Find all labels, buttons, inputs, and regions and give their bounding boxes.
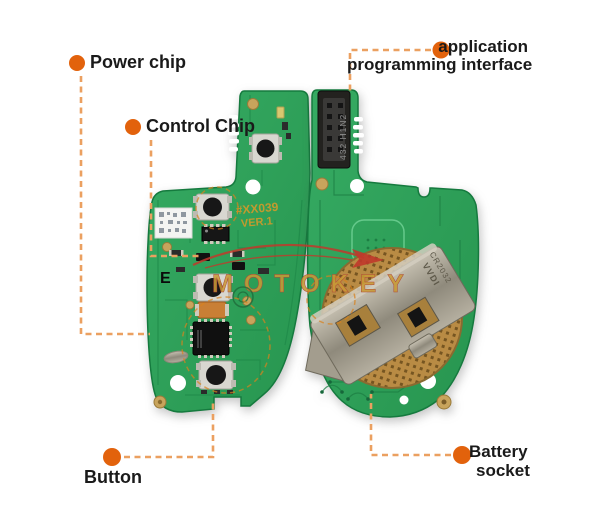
label-battery-line2: socket	[476, 461, 530, 480]
callout-line-power-chip	[79, 76, 150, 336]
silkscreen-letter: E	[160, 270, 171, 287]
button-middle-component	[193, 273, 233, 302]
pcb-front-edge-notches	[228, 115, 239, 152]
callout-dot-api	[432, 41, 450, 59]
silkscreen-text: #XX039 VER.1	[235, 200, 279, 230]
callout-line-button	[124, 400, 215, 459]
label-api: application programming interface	[347, 37, 533, 74]
pcb-back: 432 H1N2	[305, 89, 480, 418]
connector-marking-text: 432 H1N2	[338, 114, 348, 160]
crystal-component	[163, 350, 189, 364]
callout-lines	[79, 48, 451, 459]
label-power-chip: Power chip	[90, 52, 187, 72]
watermark-emblem	[232, 286, 254, 308]
power-chip-component	[201, 224, 230, 244]
callout-line-api	[348, 48, 431, 91]
pcb-front-small-parts-top	[276, 106, 291, 139]
label-api-line1: application	[438, 37, 528, 56]
label-battery-line1: Battery	[469, 442, 528, 461]
label-battery-socket: Battery socket	[469, 442, 530, 480]
control-chip-component	[190, 319, 232, 358]
button-top-component	[193, 193, 232, 221]
pcb-front-pads	[153, 98, 261, 409]
callout-dot-power-chip	[69, 55, 85, 71]
callout-dot-button	[103, 448, 121, 466]
callout-line-battery-socket	[369, 394, 451, 457]
watermark-dashed-circles	[181, 186, 356, 394]
pcb-back-trace-pads	[320, 380, 374, 401]
qr-sticker	[154, 207, 193, 239]
watermark: MOTOKEY	[181, 186, 404, 394]
label-button: Button	[84, 467, 142, 487]
callout-dots	[69, 41, 471, 466]
callout-line-control-chip	[149, 140, 203, 258]
battery-socket-component: VVDI CR2032	[305, 243, 476, 389]
pcb-front-passives	[169, 250, 269, 274]
api-connector-component: 432 H1N2	[317, 90, 351, 169]
watermark-car-swoosh	[192, 243, 384, 269]
label-control-chip: Control Chip	[146, 116, 255, 136]
silkscreen-model: #XX039	[235, 200, 279, 218]
callout-dot-battery-socket	[453, 446, 471, 464]
label-api-line2: programming interface	[347, 55, 533, 74]
pcb-back-edge-notches	[353, 117, 364, 154]
callout-dot-control-chip	[125, 119, 141, 135]
watermark-arrow	[352, 249, 384, 268]
inductor-component	[195, 301, 229, 319]
button-bottom-component	[196, 360, 236, 394]
silkscreen-version: VER.1	[240, 215, 273, 230]
side-button-component	[249, 133, 282, 164]
